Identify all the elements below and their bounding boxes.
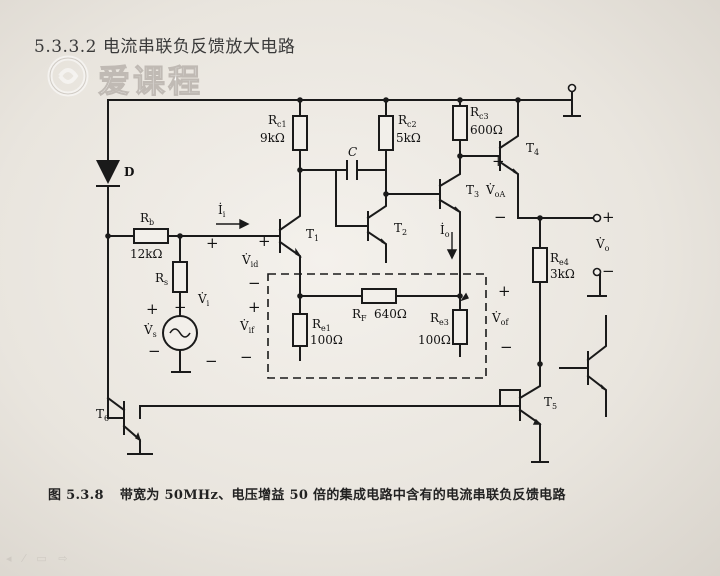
label-t1: T1 (306, 227, 319, 243)
supply-terminal (567, 83, 577, 93)
resistor-rf (361, 288, 397, 304)
label-vid-minus: − (248, 274, 261, 292)
resistor-rc1 (292, 115, 308, 151)
label-vif-plus: + (248, 298, 261, 316)
label-re3: Re3 (430, 311, 449, 327)
label-vo-plus: + (602, 208, 615, 226)
label-voa-plus: + (492, 152, 505, 170)
player-control-bar (0, 548, 720, 576)
watermark-text: 爱课程 (97, 62, 204, 101)
label-re1: Re1 (312, 317, 331, 333)
label-vi: V̇i (197, 291, 210, 308)
label-t6: T6 (96, 407, 109, 423)
label-vof-plus: + (498, 282, 511, 300)
label-rf-value: 640Ω (374, 307, 407, 321)
feedback-network-box (267, 273, 487, 379)
output-terminal-top (592, 213, 602, 223)
label-vid-plus: + (258, 232, 271, 250)
ac-source-icon (162, 315, 198, 351)
label-t3: T3 (466, 183, 479, 199)
label-rc3-value: 600Ω (470, 123, 503, 137)
resistor-rc3 (452, 105, 468, 141)
label-vof: V̇of (491, 310, 509, 327)
label-rc1: Rc1 (268, 113, 287, 129)
label-vs-plus: + (146, 300, 159, 318)
label-voa: V̇oA (485, 182, 505, 199)
label-diode: D (124, 165, 134, 179)
figure-number: 图 5.3.8 (48, 488, 104, 503)
label-t2: T2 (394, 221, 407, 237)
label-vif: V̇if (239, 318, 255, 335)
resistor-re3 (452, 309, 468, 345)
label-rb-value: 12kΩ (130, 247, 163, 261)
label-capacitor: C (348, 145, 357, 159)
label-plus-rb: + (206, 234, 219, 252)
label-re1-value: 100Ω (310, 333, 343, 347)
label-rc1-value: 9kΩ (260, 131, 285, 145)
resistor-rb (133, 228, 169, 244)
figure-caption-text: 带宽为 50MHz、电压增益 50 倍的集成电路中含有的电流串联负反馈电路 (119, 488, 566, 503)
figure-caption: 图 5.3.8 带宽为 50MHz、电压增益 50 倍的集成电路中含有的电流串联负… (48, 484, 566, 503)
player-controls-icon[interactable]: ◂ ⁄ ▭ ⇨ (6, 552, 72, 565)
label-re3-value: 100Ω (418, 333, 451, 347)
capacitor-c (346, 160, 358, 180)
label-ii: İi (218, 202, 226, 219)
label-vi-minus: − (205, 352, 218, 370)
section-title: 5.3.3.2 电流串联负反馈放大电路 (34, 37, 296, 57)
label-rc2-value: 5kΩ (396, 131, 421, 145)
label-vs: V̇s (143, 322, 157, 339)
label-voa-minus: − (494, 208, 507, 226)
label-vof-minus: − (500, 338, 513, 356)
label-re4: Re4 (550, 251, 569, 267)
label-re4-value: 3kΩ (550, 267, 575, 281)
resistor-rs (172, 261, 188, 293)
label-vo-minus: − (602, 262, 615, 280)
label-io: İo (440, 222, 450, 239)
resistor-re4 (532, 247, 548, 283)
label-vid: V̇id (241, 252, 258, 269)
label-vs-minus: − (148, 342, 161, 360)
watermark-logo-icon (47, 55, 89, 97)
label-rc3: Rc3 (470, 105, 489, 121)
output-terminal-bottom (592, 267, 602, 277)
label-rs-plus: + (174, 298, 187, 316)
resistor-rc2 (378, 115, 394, 151)
label-rc2: Rc2 (398, 113, 417, 129)
label-rf: RF (352, 307, 367, 323)
resistor-re1 (292, 313, 308, 347)
label-vo: V̇o (595, 236, 610, 253)
label-vif-minus: − (240, 348, 253, 366)
label-rs: Rs (155, 271, 168, 287)
label-t4: T4 (526, 141, 539, 157)
label-rb: Rb (140, 211, 154, 227)
diode-symbol (96, 160, 120, 187)
label-t5: T5 (544, 395, 557, 411)
